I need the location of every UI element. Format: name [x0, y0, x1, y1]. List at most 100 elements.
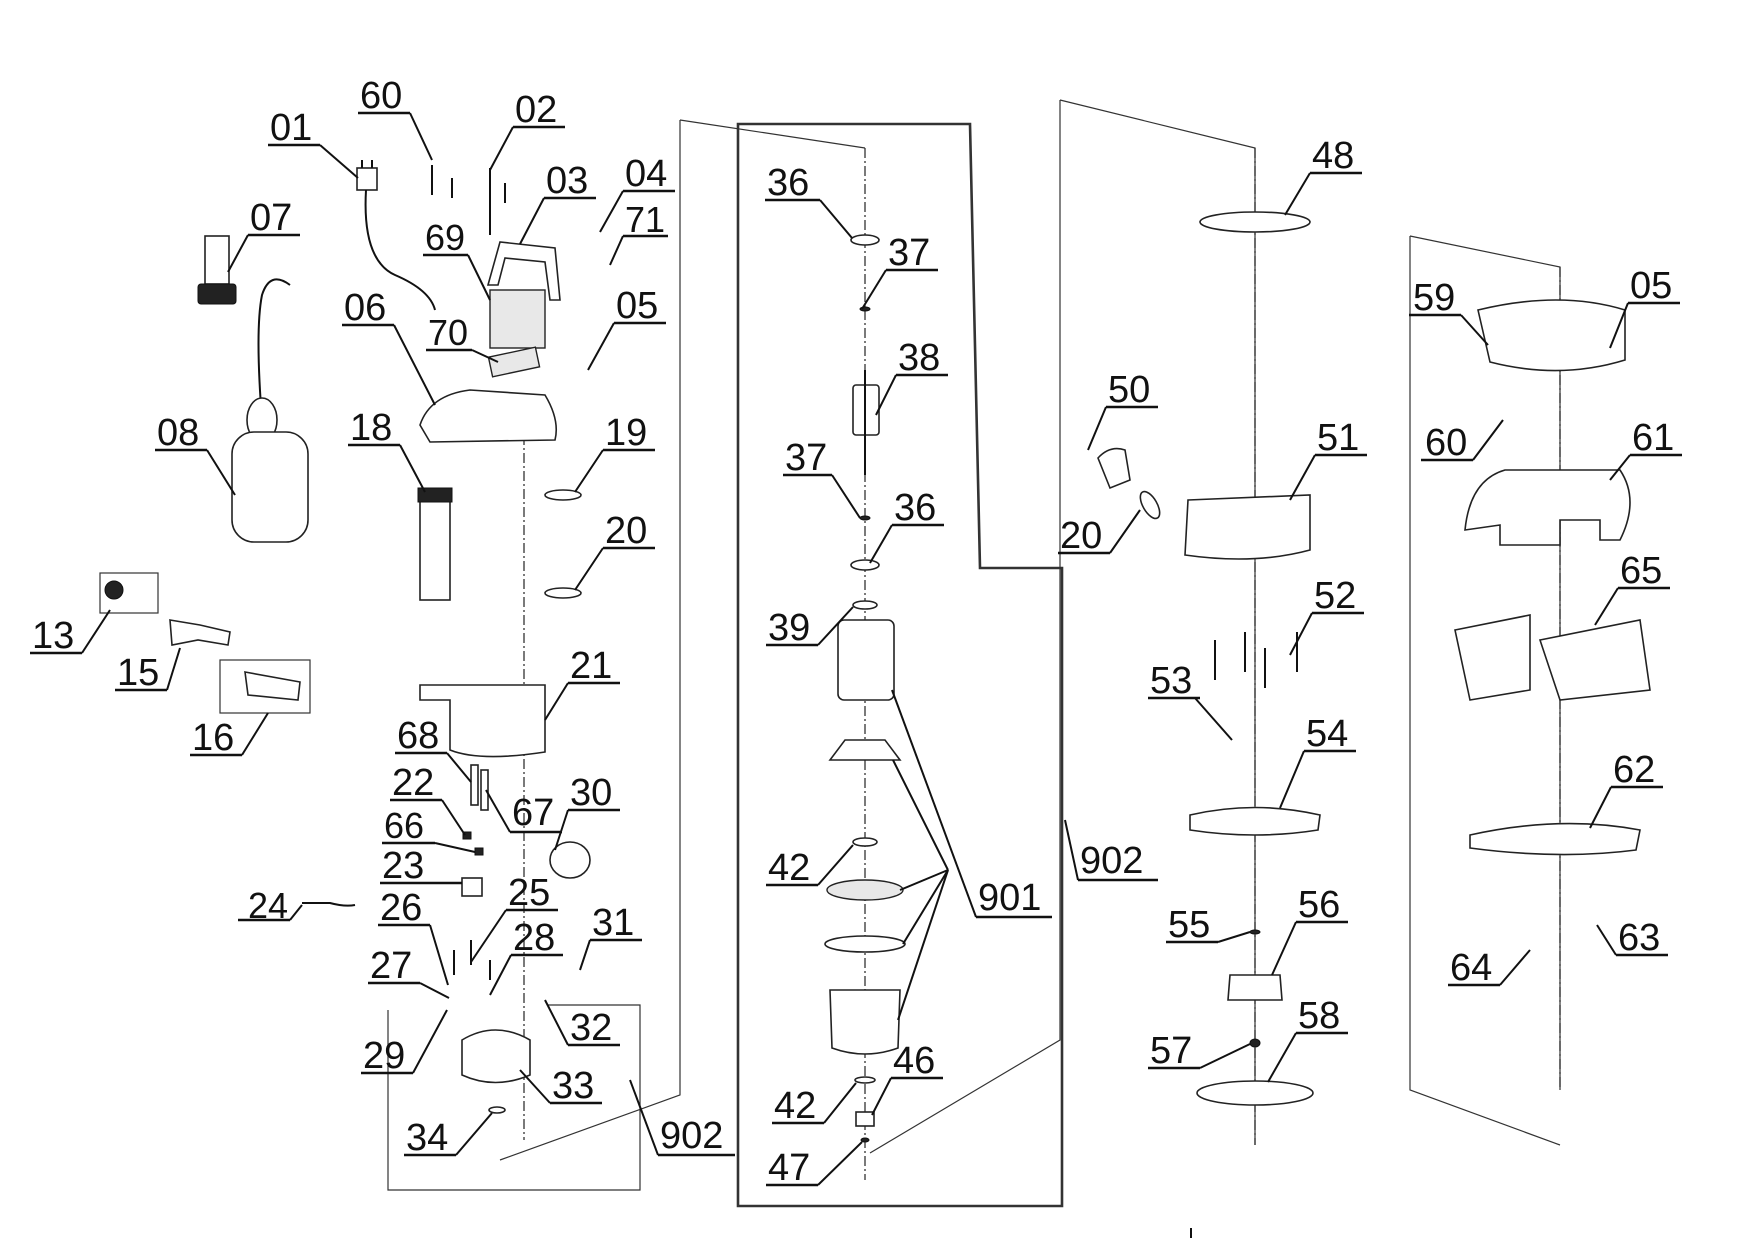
- pump-chamber-part: [419, 684, 546, 758]
- frame-top-left: [679, 119, 866, 149]
- top-cap-59: [1477, 299, 1626, 372]
- label-48: 48: [1284, 135, 1362, 216]
- frame-901-bold: [736, 122, 1064, 1208]
- o-ring-48: [1199, 211, 1311, 233]
- label-21-text: 21: [570, 645, 612, 687]
- label-37b-text: 37: [785, 437, 827, 479]
- label-42b: 42: [772, 1082, 857, 1127]
- clip-37-top: [859, 306, 871, 312]
- label-59-text: 59: [1413, 277, 1455, 319]
- pin-67-part: [470, 764, 479, 806]
- parts: [99, 160, 1651, 1238]
- part-13: [104, 580, 124, 600]
- label-902a-text: 902: [660, 1115, 723, 1157]
- label-37a-text: 37: [888, 232, 930, 274]
- label-23: 23: [380, 845, 462, 887]
- bearing-36-bottom: [850, 559, 880, 571]
- label-68: 68: [395, 715, 472, 783]
- label-18-text: 18: [350, 407, 392, 449]
- label-61: 61: [1609, 417, 1682, 481]
- label-30-text: 30: [570, 772, 612, 814]
- label-59: 59: [1409, 277, 1489, 346]
- handle-part: [486, 241, 561, 301]
- label-05a-text: 05: [616, 285, 658, 327]
- label-16-text: 16: [192, 717, 234, 759]
- o-ring-19-part: [544, 489, 582, 501]
- label-56: 56: [1271, 884, 1348, 976]
- label-27-text: 27: [370, 945, 412, 987]
- label-03-text: 03: [546, 160, 588, 202]
- nut-66-part: [474, 847, 484, 856]
- label-19: 19: [574, 412, 655, 493]
- o-ring-20b: [1139, 490, 1161, 520]
- label-05b: 05: [1609, 265, 1680, 349]
- label-37b: 37: [783, 437, 861, 519]
- label-52: 52: [1289, 575, 1364, 656]
- label-34-text: 34: [406, 1117, 448, 1159]
- label-26-text: 26: [380, 887, 422, 929]
- label-38-text: 38: [898, 337, 940, 379]
- label-24: 24: [238, 885, 303, 926]
- label-57-text: 57: [1150, 1030, 1192, 1072]
- label-70-text: 70: [428, 312, 468, 353]
- label-31: 31: [579, 902, 642, 971]
- label-54: 54: [1279, 713, 1356, 809]
- label-33-text: 33: [552, 1065, 594, 1107]
- label-07-text: 07: [250, 197, 292, 239]
- cup-part: [829, 989, 901, 1055]
- base-62: [1469, 822, 1641, 856]
- seal-42-top: [852, 837, 878, 847]
- elbow-50: [1097, 447, 1131, 490]
- label-34: 34: [404, 1112, 493, 1159]
- label-64: 64: [1448, 947, 1531, 989]
- plug-cable-part: [356, 160, 436, 311]
- assembly-frames: [387, 99, 1561, 1208]
- label-18: 18: [348, 407, 426, 493]
- label-902a: 902: [629, 1079, 735, 1157]
- label-15: 15: [115, 647, 181, 694]
- part-13-box: [99, 572, 159, 614]
- label-20a: 20: [574, 510, 655, 591]
- label-02-text: 02: [515, 89, 557, 131]
- label-08: 08: [155, 412, 236, 496]
- spacer-part: [828, 739, 902, 761]
- label-60b: 60: [1421, 419, 1504, 464]
- label-63: 63: [1596, 917, 1668, 959]
- label-65-text: 65: [1620, 550, 1662, 592]
- guard-61: [1464, 469, 1631, 546]
- label-31-text: 31: [592, 902, 634, 944]
- impeller-plate: [826, 879, 904, 901]
- label-62-text: 62: [1613, 749, 1655, 791]
- label-47: 47: [766, 1141, 863, 1189]
- cage-65-left: [1454, 614, 1531, 701]
- housing-51: [1184, 494, 1311, 560]
- hose-connector-part: [197, 235, 237, 305]
- label-51: 51: [1289, 417, 1367, 501]
- label-70: 70: [426, 312, 499, 363]
- label-37a: 37: [861, 232, 938, 310]
- switch-23-part: [461, 877, 483, 897]
- label-04: 04: [599, 153, 675, 233]
- label-06-text: 06: [344, 287, 386, 329]
- label-30: 30: [554, 772, 620, 851]
- stator-part: [837, 619, 895, 701]
- label-60b-text: 60: [1425, 422, 1467, 464]
- label-01-text: 01: [270, 107, 312, 149]
- nut-22-part: [462, 831, 472, 840]
- label-69: 69: [423, 217, 491, 301]
- motor-base-33-part: [461, 1029, 531, 1084]
- label-54-text: 54: [1306, 713, 1348, 755]
- seal-42-bottom: [854, 1076, 876, 1084]
- screws: [431, 165, 1192, 1238]
- cap-30-part: [549, 841, 591, 879]
- o-ring-20-part: [544, 587, 582, 599]
- label-53: 53: [1148, 660, 1233, 741]
- label-16: 16: [190, 712, 269, 759]
- frame-motor-housing: [1059, 99, 1256, 1145]
- label-29-text: 29: [363, 1035, 405, 1077]
- label-69-text: 69: [425, 217, 465, 258]
- part-16: [244, 671, 301, 701]
- label-26: 26: [378, 887, 449, 986]
- impeller-56: [1227, 974, 1283, 1001]
- label-39: 39: [766, 606, 854, 649]
